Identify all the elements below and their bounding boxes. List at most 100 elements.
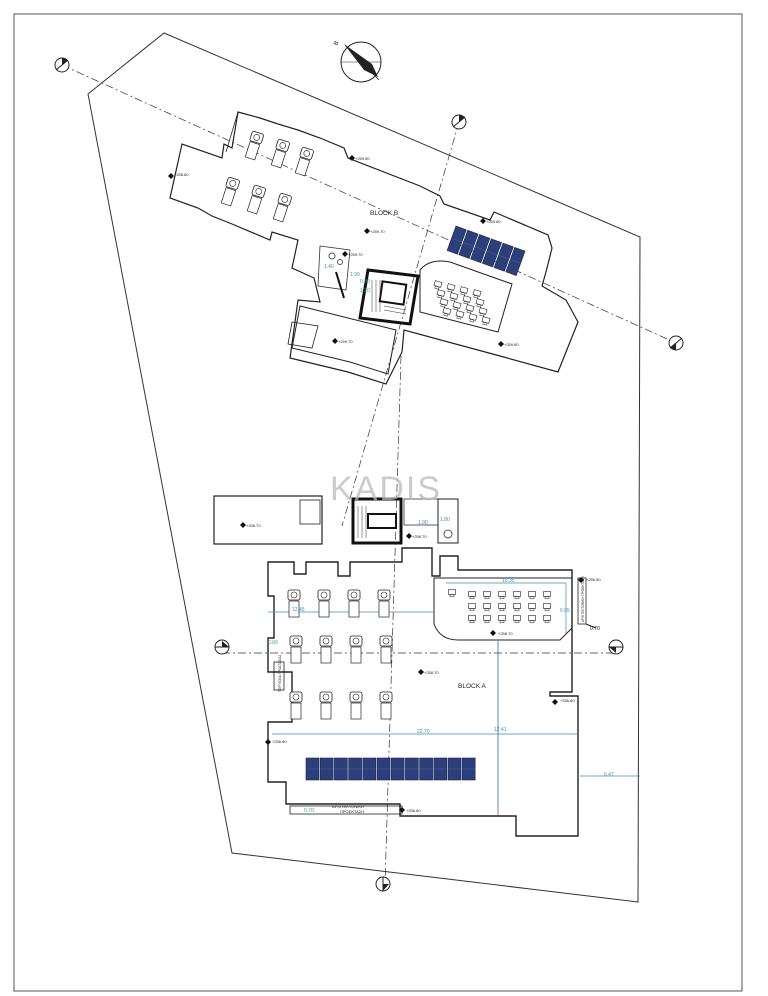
desk-icon (449, 292, 459, 302)
desk-icon (513, 603, 521, 612)
desk-icon (462, 295, 472, 305)
svg-text:+258.70: +258.70 (424, 670, 439, 675)
desk-icon (459, 286, 469, 296)
desk-icon (468, 615, 476, 624)
block-a-levels: +258.70 +258.70 +256.80 +258.70 +258.70 … (240, 522, 601, 813)
block-b-terrace (291, 305, 397, 375)
svg-text:0.70: 0.70 (590, 626, 600, 632)
svg-text:+259.70: +259.70 (338, 339, 353, 344)
north-label: B (333, 40, 340, 46)
block-a-dimensions: 22.70 12.41 10.35 6.95 12.45 0.60 6.47 0… (268, 517, 614, 814)
svg-text:ΠΡΟΕΚΤΑΣΗ: ΠΡΟΕΚΤΑΣΗ (340, 809, 364, 814)
block-b-desks (433, 280, 491, 326)
block-a-notes: ΑΡΧΙΤΕΚΤΟΝΙΚΗ ΠΡΟΕΚΤΑΣΗ ΠΕΡΓΚΟΛΑ ΠΡΟΣΤΑΣ… (278, 576, 585, 814)
bed-icon (317, 589, 331, 618)
bed-icon (349, 635, 363, 664)
desk-icon (478, 307, 488, 317)
svg-text:+256.80: +256.80 (272, 739, 287, 744)
svg-text:1.40: 1.40 (324, 264, 334, 270)
bed-icon (294, 146, 314, 177)
axis-marker-a (54, 57, 70, 73)
block-a-solar-panels (305, 757, 476, 781)
desk-icon (442, 307, 452, 317)
block-b-classroom (419, 260, 513, 333)
desk-icon (543, 603, 551, 612)
block-b-beds (220, 130, 314, 223)
block-b (169, 111, 579, 385)
svg-text:1.80: 1.80 (440, 517, 450, 523)
block-a-label: BLOCK A (458, 683, 486, 690)
desk-icon (483, 603, 491, 612)
desk-icon (446, 283, 456, 293)
svg-text:+259.70: +259.70 (370, 229, 385, 234)
svg-text:1.90: 1.90 (418, 520, 428, 526)
desk-icon (472, 289, 482, 299)
svg-text:+256.80: +256.80 (586, 577, 601, 582)
bed-icon (272, 192, 292, 223)
axis-marker-e (608, 639, 624, 655)
svg-text:ΠΕΡΓΚΟΛΑ ΠΡΟΣΤΑΣΙΑΣ: ΠΕΡΓΚΟΛΑ ΠΡΟΣΤΑΣΙΑΣ (278, 655, 282, 692)
block-a-terrace (213, 495, 323, 545)
desk-icon (543, 615, 551, 624)
bed-icon (377, 589, 391, 618)
svg-text:+258.70: +258.70 (412, 534, 427, 539)
svg-text:+259.80: +259.80 (486, 219, 501, 224)
desk-icon (498, 603, 506, 612)
bed-icon (246, 184, 266, 215)
desk-icon (465, 304, 475, 314)
bed-icon (289, 635, 303, 664)
svg-text:+259.70: +259.70 (348, 252, 363, 257)
desk-icon (483, 591, 491, 600)
sheet-frame (13, 13, 743, 992)
svg-text:ΑΡΧΙΤΕΚΤΟΝΙΚΗ: ΑΡΧΙΤΕΚΤΟΝΙΚΗ (332, 804, 364, 809)
desk-icon (455, 310, 465, 320)
svg-text:6.47: 6.47 (604, 772, 614, 778)
desk-icon (513, 591, 521, 600)
desk-icon (433, 280, 443, 290)
bed-icon (347, 589, 361, 618)
block-b-outline (169, 111, 579, 385)
svg-text:ΑΡΧΙΤΕΚΤΟΝΙΚΗ ΠΡΟΕΚΤΑΣΗ: ΑΡΧΙΤΕΚΤΟΝΙΚΗ ΠΡΟΕΚΤΑΣΗ (581, 576, 585, 622)
svg-text:12.41: 12.41 (494, 727, 507, 733)
watermark: KADIS (330, 470, 442, 508)
bed-icon (319, 635, 333, 664)
axis-marker-c (668, 335, 684, 351)
desk-icon (468, 603, 476, 612)
svg-text:12.45: 12.45 (292, 607, 305, 613)
block-a-stair-core (351, 497, 403, 545)
desk-icon (528, 615, 536, 624)
bed-icon (289, 691, 303, 720)
desk-icon (481, 316, 491, 326)
svg-text:0.70: 0.70 (304, 808, 314, 814)
block-a (213, 495, 640, 837)
desk-icon (483, 615, 491, 624)
axis-marker-b (451, 114, 467, 130)
svg-text:+258.70: +258.70 (246, 523, 261, 528)
bed-icon (220, 176, 240, 207)
svg-text:22.70: 22.70 (417, 729, 430, 735)
desk-icon (513, 615, 521, 624)
desk-icon (468, 591, 476, 600)
bed-icon (270, 138, 290, 169)
block-b-levels: +258.80 +259.80 +259.70 +259.80 +259.80 … (168, 155, 519, 347)
svg-text:1.20: 1.20 (360, 288, 370, 294)
solar-panel-row (446, 225, 526, 276)
block-b-stair-core (358, 268, 420, 326)
desk-icon (452, 301, 462, 311)
svg-text:0.60: 0.60 (268, 640, 278, 646)
bed-icon (287, 589, 301, 618)
svg-text:0.80: 0.80 (360, 279, 370, 285)
desk-icon (439, 298, 449, 308)
desk-icon (436, 289, 446, 299)
svg-text:+256.80: +256.80 (406, 808, 421, 813)
desk-icon (498, 615, 506, 624)
site-boundary (87, 32, 641, 903)
svg-text:+259.80: +259.80 (355, 156, 370, 161)
desk-icon (468, 313, 478, 323)
block-a-beds (287, 589, 393, 720)
solar-panel-row (305, 757, 476, 781)
bed-icon (379, 691, 393, 720)
block-a-outline (267, 547, 579, 837)
desk-icon (475, 298, 485, 308)
